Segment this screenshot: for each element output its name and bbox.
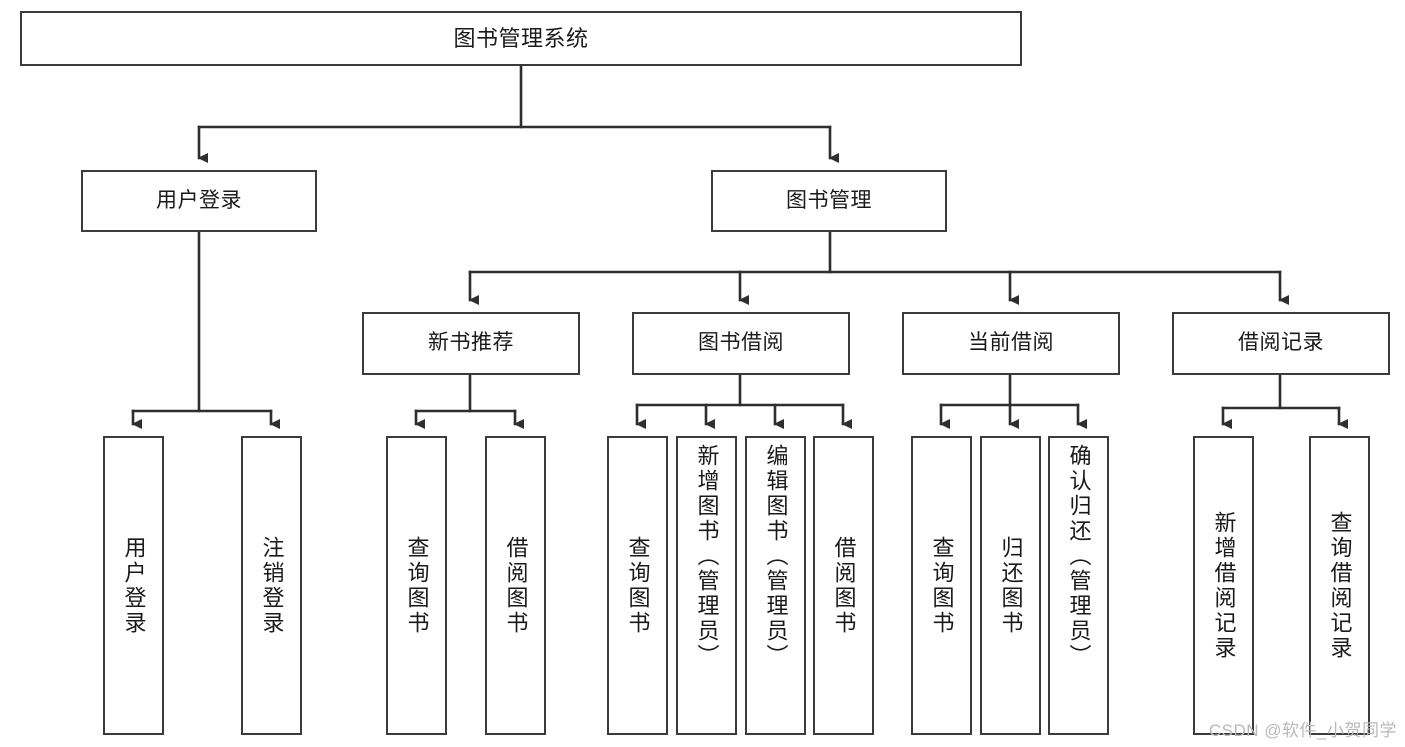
node-book-borrow[interactable]: 图书借阅 (632, 312, 850, 375)
leaf-add-book[interactable]: 新增图书（管理员） (676, 436, 737, 735)
node-new-book-rec[interactable]: 新书推荐 (362, 312, 580, 375)
leaf-query-book-1-label: 查询图书 (404, 535, 430, 636)
leaf-borrow-book-1[interactable]: 借阅图书 (485, 436, 546, 735)
leaf-add-book-label: 新增图书（管理员） (694, 444, 720, 669)
leaf-return-book-label: 归还图书 (998, 535, 1024, 636)
leaf-user-login[interactable]: 用户登录 (103, 436, 164, 735)
leaf-query-record-label: 查询借阅记录 (1327, 510, 1353, 661)
node-book-manage[interactable]: 图书管理 (711, 170, 947, 232)
leaf-query-book-1[interactable]: 查询图书 (386, 436, 447, 735)
leaf-logout[interactable]: 注销登录 (241, 436, 302, 735)
leaf-edit-book[interactable]: 编辑图书（管理员） (745, 436, 806, 735)
leaf-query-book-2[interactable]: 查询图书 (607, 436, 668, 735)
watermark: CSDN @软件_小贺同学 (1208, 721, 1397, 740)
leaf-query-record[interactable]: 查询借阅记录 (1309, 436, 1370, 735)
node-root[interactable]: 图书管理系统 (20, 11, 1022, 66)
leaf-user-login-label: 用户登录 (121, 535, 147, 636)
leaf-logout-label: 注销登录 (259, 535, 285, 636)
leaf-borrow-book-2-label: 借阅图书 (831, 535, 857, 636)
leaf-query-book-3-label: 查询图书 (929, 535, 955, 636)
leaf-borrow-book-2[interactable]: 借阅图书 (813, 436, 874, 735)
leaf-confirm-return-label: 确认归还（管理员） (1066, 444, 1092, 669)
node-current-borrow-label: 当前借阅 (968, 331, 1054, 355)
leaf-return-book[interactable]: 归还图书 (980, 436, 1041, 735)
leaf-add-record-label: 新增借阅记录 (1211, 510, 1237, 661)
node-new-book-rec-label: 新书推荐 (428, 331, 514, 355)
node-current-borrow[interactable]: 当前借阅 (902, 312, 1120, 375)
node-book-borrow-label: 图书借阅 (698, 331, 784, 355)
node-borrow-record-label: 借阅记录 (1238, 331, 1324, 355)
node-user-login[interactable]: 用户登录 (81, 170, 317, 232)
leaf-confirm-return[interactable]: 确认归还（管理员） (1048, 436, 1109, 735)
leaf-query-book-3[interactable]: 查询图书 (911, 436, 972, 735)
node-book-manage-label: 图书管理 (786, 188, 872, 212)
node-borrow-record[interactable]: 借阅记录 (1172, 312, 1390, 375)
node-root-label: 图书管理系统 (453, 25, 589, 51)
leaf-edit-book-label: 编辑图书（管理员） (763, 444, 789, 669)
leaf-query-book-2-label: 查询图书 (625, 535, 651, 636)
leaf-add-record[interactable]: 新增借阅记录 (1193, 436, 1254, 735)
leaf-borrow-book-1-label: 借阅图书 (503, 535, 529, 636)
node-user-login-label: 用户登录 (156, 188, 242, 212)
